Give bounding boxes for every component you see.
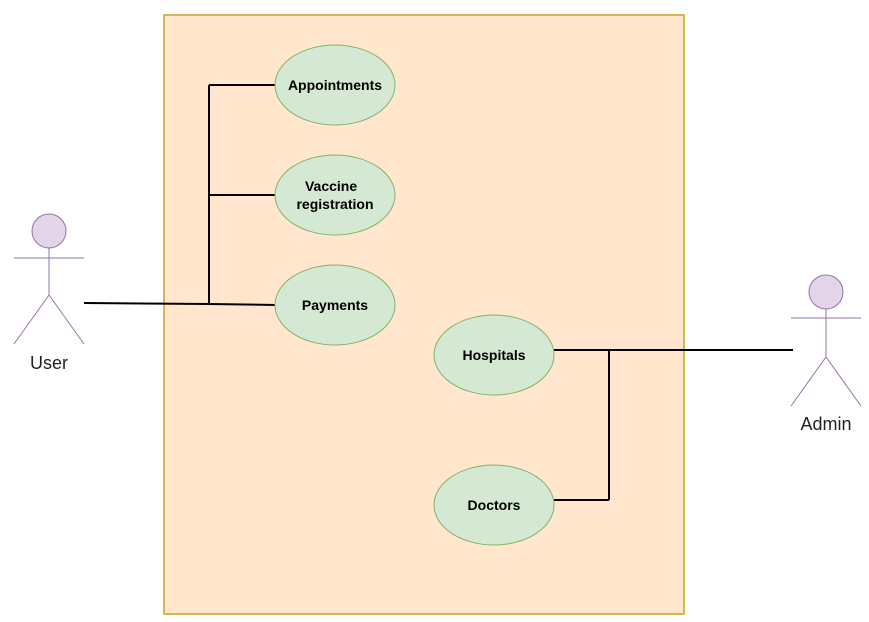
usecase-vaccine-registration-line1: Vaccine bbox=[305, 178, 357, 194]
branch-payments-line bbox=[208, 303, 277, 306]
usecase-payments-shape bbox=[274, 264, 396, 346]
usecase-vaccine-registration[interactable]: Vaccine registration bbox=[274, 154, 396, 236]
actor-admin-label: Admin bbox=[800, 414, 851, 434]
usecase-vaccine-registration-line2: registration bbox=[296, 196, 373, 212]
usecase-doctors[interactable]: Doctors bbox=[433, 464, 555, 546]
usecase-doctors-shape bbox=[433, 464, 555, 546]
stick-figure-icon bbox=[790, 274, 862, 407]
usecase-hospitals-shape bbox=[433, 314, 555, 396]
actor-admin-head bbox=[808, 274, 844, 310]
system-boundary bbox=[163, 14, 685, 615]
actor-admin-left-leg bbox=[790, 356, 827, 407]
user-to-trunk-line bbox=[83, 302, 210, 305]
actor-user-head bbox=[31, 213, 67, 249]
actor-user[interactable]: User bbox=[13, 213, 85, 373]
usecase-hospitals[interactable]: Hospitals bbox=[433, 314, 555, 396]
actor-admin[interactable]: Admin bbox=[790, 274, 862, 434]
stick-figure-icon bbox=[13, 213, 85, 345]
usecase-vaccine-registration-label: Vaccine registration bbox=[296, 178, 373, 212]
actor-user-right-leg bbox=[48, 294, 85, 345]
usecase-hospitals-label: Hospitals bbox=[462, 347, 525, 363]
actor-admin-right-leg bbox=[825, 356, 862, 407]
usecase-vaccine-registration-shape bbox=[274, 154, 396, 236]
user-connectors bbox=[83, 84, 277, 306]
actor-user-left-leg bbox=[13, 294, 50, 345]
actor-user-label: User bbox=[30, 353, 68, 373]
admin-connectors bbox=[554, 349, 793, 501]
usecase-payments[interactable]: Payments bbox=[274, 264, 396, 346]
usecase-appointments[interactable]: Appointments bbox=[274, 44, 396, 126]
usecase-appointments-label: Appointments bbox=[288, 77, 382, 93]
usecase-appointments-shape bbox=[274, 44, 396, 126]
usecase-payments-label: Payments bbox=[302, 297, 368, 313]
usecase-doctors-label: Doctors bbox=[468, 497, 521, 513]
